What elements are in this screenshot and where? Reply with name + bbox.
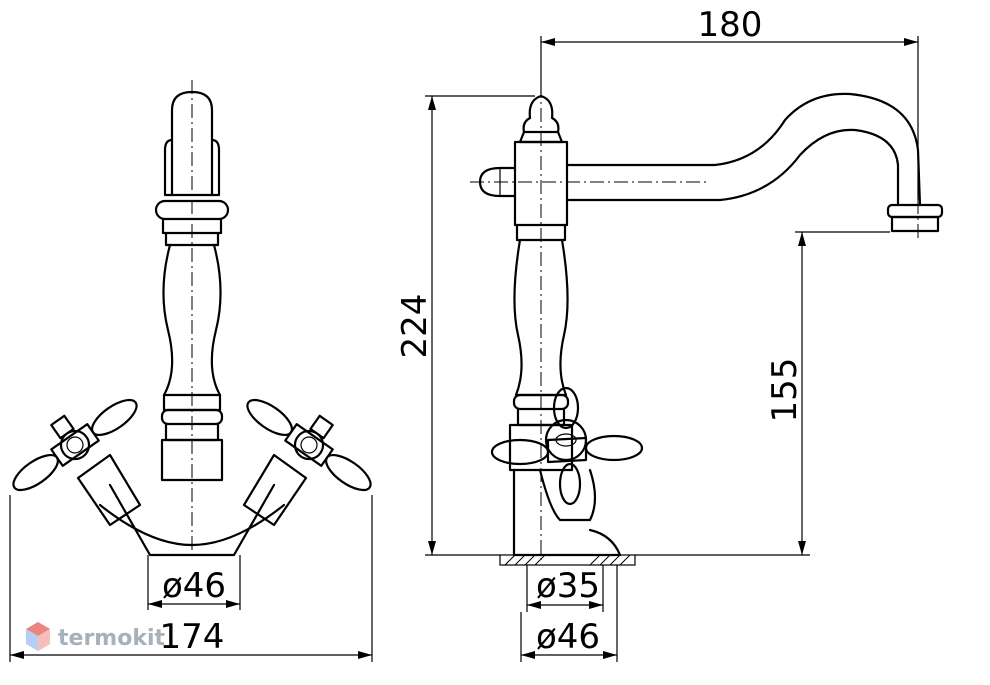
spout-reach-label: 180 xyxy=(698,5,763,45)
total-height-label: 224 xyxy=(395,294,435,359)
side-view: 180 224 155 ø35 ø46 xyxy=(395,5,944,662)
front-base-diameter-label: ø46 xyxy=(162,566,226,606)
side-base-diameter-label: ø46 xyxy=(536,617,600,657)
cube-logo-icon xyxy=(26,622,50,651)
watermark-text: termokit xyxy=(58,626,165,651)
front-view: ø46 174 xyxy=(9,80,373,662)
overall-width-label: 174 xyxy=(160,617,225,657)
spout-height-label: 155 xyxy=(765,358,805,423)
watermark: termokit xyxy=(26,622,165,651)
mount-diameter-label: ø35 xyxy=(536,566,600,606)
mounting-surface-hatch xyxy=(504,554,631,566)
